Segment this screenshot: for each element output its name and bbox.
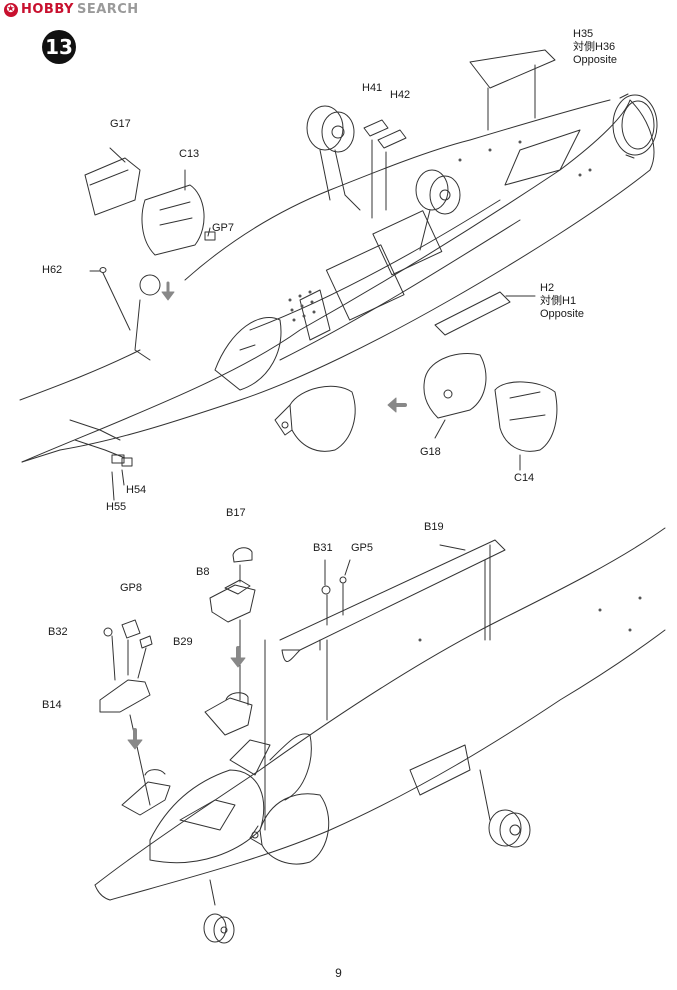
part-h35-opposite-en: Opposite [573,54,618,66]
part-label-h41: H41 [362,82,383,94]
part-label-b29: B29 [173,636,193,648]
part-h35-label: H35 [573,28,594,40]
part-h2-opposite-en: Opposite [540,308,585,320]
part-label-gp7: GP7 [212,222,235,234]
step-number-badge: 13 [42,30,76,64]
part-label-g17: G17 [110,118,131,130]
part-label-c13: C13 [179,148,200,160]
part-h2-label: H2 [540,282,555,294]
part-label-h35: H35 対側H36 Opposite [573,28,617,67]
part-label-h54: H54 [126,484,147,496]
part-h2-opposite-jp: 対側H1 [540,295,577,307]
watermark-search: SEARCH [76,2,139,17]
part-label-b17: B17 [226,507,246,519]
part-label-b31: B31 [313,542,333,554]
part-h35-opposite-jp: 対側H36 [573,41,616,53]
part-label-b8: B8 [196,566,210,578]
hobbysearch-logo-icon: ✪ [4,2,18,17]
part-label-h62: H62 [42,264,63,276]
part-label-b14: B14 [42,699,62,711]
upper-fuselage-drawing [19,49,658,501]
part-label-h42: H42 [390,89,411,101]
part-label-h55: H55 [106,501,127,513]
part-label-gp8: GP8 [120,582,143,594]
part-label-c14: C14 [514,472,535,484]
part-label-gp5: GP5 [351,542,374,554]
watermark-hobby: HOBBY [21,2,74,17]
part-label-b32: B32 [48,626,68,638]
part-label-h2: H2 対側H1 Opposite [540,282,584,321]
lower-fuselage-drawing [94,527,666,944]
page-number: 9 [335,966,342,980]
part-label-b19: B19 [424,521,444,533]
hobbysearch-watermark: ✪ HOBBY SEARCH [4,2,139,17]
part-label-g18: G18 [420,446,441,458]
